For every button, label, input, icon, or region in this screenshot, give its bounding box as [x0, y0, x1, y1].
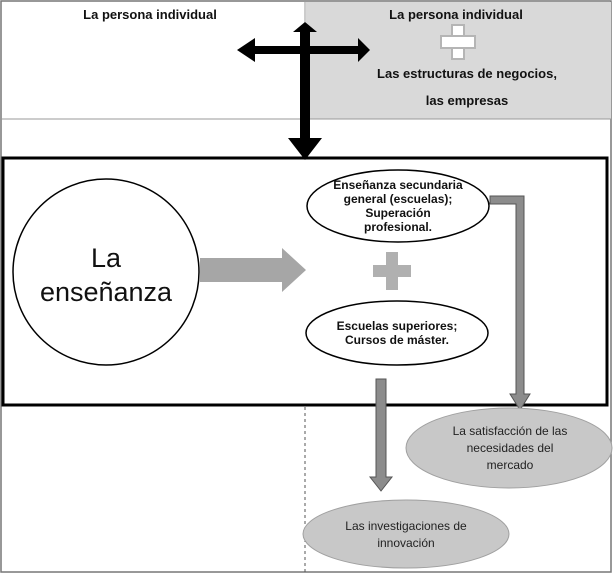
teaching-circle [12, 178, 200, 366]
market-line: mercado [486, 458, 534, 472]
oval-top-label: Enseñanza secundaria general (escuelas);… [318, 178, 478, 234]
innovation-label: Las investigaciones de innovación [320, 518, 492, 552]
arrow-to-innovation [368, 378, 394, 492]
outcome-market [405, 407, 613, 489]
circle-label: La enseñanza [26, 241, 186, 309]
circle-label-line1: La [90, 243, 122, 273]
circle-label-line2: enseñanza [39, 277, 173, 307]
plus-icon-main [373, 252, 411, 290]
header-right-title: La persona individual [389, 7, 523, 22]
outcome-innovation [302, 499, 510, 569]
market-line: La satisfacción de las [452, 424, 568, 438]
oval-top-line: profesional. [363, 220, 432, 234]
innovation-line: Las investigaciones de [345, 519, 467, 533]
oval-bottom-label: Escuelas superiores; Cursos de máster. [317, 319, 477, 347]
oval-top-line: general (escuelas); [343, 192, 453, 206]
plus-icon-header [440, 24, 476, 60]
header-right-line3: las empresas [425, 93, 509, 108]
market-line: necesidades del [466, 441, 554, 455]
header-right-line2: Las estructuras de negocios, [377, 66, 557, 81]
oval-secondary-education [306, 169, 490, 243]
header-left-title: La persona individual [83, 7, 217, 22]
oval-top-line: Superación [365, 206, 431, 220]
market-label: La satisfacción de las necesidades del m… [424, 423, 596, 474]
oval-bottom-line: Escuelas superiores; [336, 319, 458, 333]
arrow-to-market [489, 195, 531, 411]
arrow-dark-connector [237, 22, 370, 160]
oval-top-line: Enseñanza secundaria [333, 178, 463, 192]
innovation-line: innovación [377, 536, 435, 550]
arrow-grey-right [200, 248, 306, 292]
oval-higher-education [305, 300, 489, 366]
oval-bottom-line: Cursos de máster. [344, 333, 450, 347]
header-right-cell [306, 2, 611, 119]
